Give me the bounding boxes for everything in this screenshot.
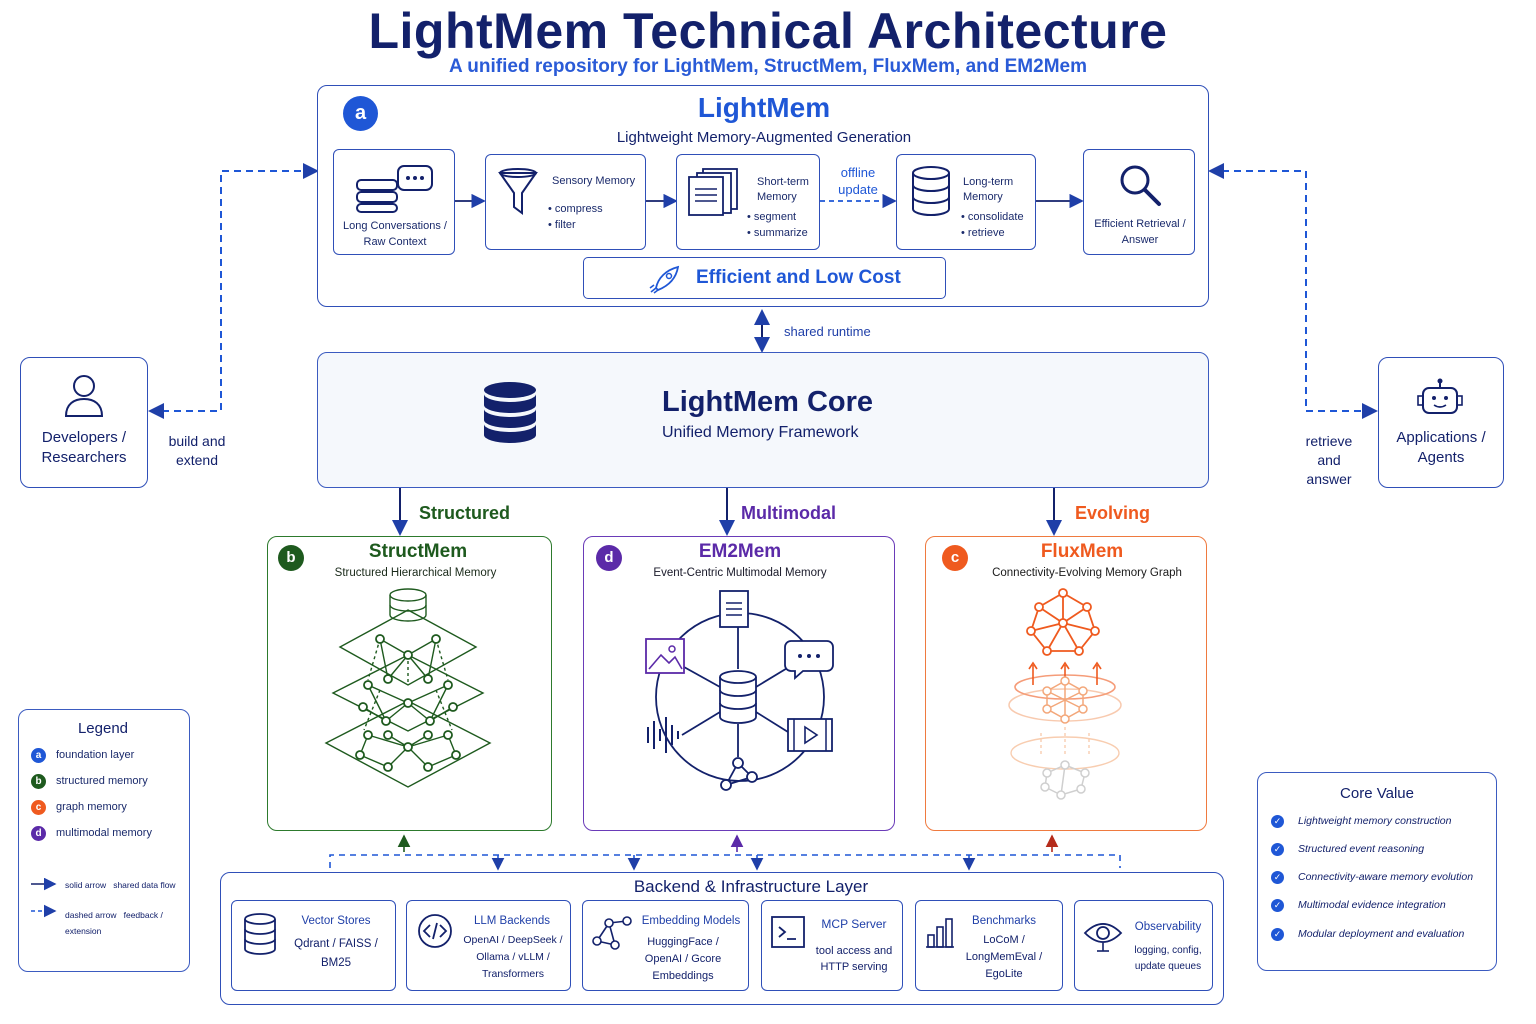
core-database-icon bbox=[484, 382, 536, 443]
long-term-title: Long-term Memory bbox=[963, 176, 1014, 203]
page-title: LightMem Technical Architecture bbox=[368, 3, 1168, 59]
lightmem-core-panel: LightMem Core Unified Memory Framework bbox=[317, 352, 1209, 488]
long-term-item-retrieve: • retrieve bbox=[961, 227, 1005, 239]
multimodal-hub-icon bbox=[645, 590, 834, 791]
short-term-title: Short-term Memory bbox=[757, 176, 809, 203]
backend-card-body: HuggingFace / OpenAI / Gcore Embeddings bbox=[644, 936, 722, 982]
shared-runtime-label: shared runtime bbox=[784, 324, 871, 339]
stage-short-term: Short-term Memory • segment • summarize bbox=[676, 154, 820, 250]
core-title: LightMem Core bbox=[662, 386, 874, 418]
legend-panel: Legend a foundation layer b structured m… bbox=[18, 709, 190, 972]
legend-solid-arrow: solid arrow shared data flow bbox=[65, 880, 176, 890]
fluxmem-panel: c FluxMem Connectivity-Evolving Memory G… bbox=[925, 536, 1207, 831]
evolving-graph-icon bbox=[1008, 588, 1122, 800]
lightmem-subtitle: Lightweight Memory-Augmented Generation bbox=[616, 129, 912, 146]
check-icon: ✓ bbox=[1271, 871, 1284, 884]
documents-icon bbox=[688, 168, 738, 216]
short-term-item-segment: • segment bbox=[747, 211, 797, 223]
sensory-title: Sensory Memory bbox=[552, 175, 636, 187]
backend-card-title: Benchmarks bbox=[972, 915, 1036, 927]
backend-card-body: LoCoM / LongMemEval / EgoLite bbox=[965, 934, 1043, 980]
structmem-title: StructMem bbox=[368, 541, 468, 562]
backend-card-mcp-server: MCP Server tool access and HTTP serving bbox=[761, 900, 903, 991]
legend-title: Legend bbox=[77, 720, 129, 737]
eye-icon bbox=[1083, 923, 1123, 952]
backend-card-title: MCP Server bbox=[821, 917, 887, 931]
backend-card-title: LLM Backends bbox=[473, 915, 551, 927]
backend-card-body: logging, config, update queues bbox=[1134, 945, 1202, 972]
efficiency-banner: Efficient and Low Cost bbox=[583, 257, 946, 299]
sensory-item-filter: • filter bbox=[548, 219, 576, 231]
fluxmem-subtitle: Connectivity-Evolving Memory Graph bbox=[992, 567, 1182, 579]
funnel-icon bbox=[498, 168, 538, 215]
check-icon: ✓ bbox=[1271, 928, 1284, 941]
developers-label: Developers / Researchers bbox=[41, 429, 127, 466]
long-conv-label: Long Conversations / Raw Context bbox=[343, 220, 447, 248]
legend-arrow-samples bbox=[31, 878, 57, 918]
backend-title: Backend & Infrastructure Layer bbox=[633, 877, 869, 896]
rocket-icon bbox=[649, 265, 680, 294]
backend-card-body: Qdrant / FAISS / BM25 bbox=[294, 938, 378, 969]
fluxmem-badge: c bbox=[942, 545, 968, 571]
backend-card-observability: Observability logging, config, update qu… bbox=[1074, 900, 1213, 991]
applications-box: Applications / Agents bbox=[1378, 357, 1504, 488]
backend-card-benchmarks: Benchmarks LoCoM / LongMemEval / EgoLite bbox=[915, 900, 1063, 991]
backend-card-title: Vector Stores bbox=[301, 915, 371, 927]
branch-evolving: Evolving bbox=[1075, 503, 1151, 523]
search-icon bbox=[1120, 165, 1161, 206]
backend-card-vector-stores: Vector Stores Qdrant / FAISS / BM25 bbox=[231, 900, 396, 991]
database-icon bbox=[244, 913, 276, 955]
fluxmem-title: FluxMem bbox=[1040, 541, 1124, 562]
applications-edge-label: retrieve and answer bbox=[1305, 433, 1353, 487]
em2mem-title: EM2Mem bbox=[698, 541, 782, 562]
check-icon: ✓ bbox=[1271, 899, 1284, 912]
stage-long-term: Long-term Memory • consolidate • retriev… bbox=[896, 154, 1036, 250]
branch-structured: Structured bbox=[419, 503, 511, 523]
person-icon bbox=[64, 375, 104, 417]
backend-card-title: Observability bbox=[1134, 921, 1202, 933]
check-icon: ✓ bbox=[1271, 815, 1284, 828]
backend-card-body: OpenAI / DeepSeek / Ollama / vLLM / Tran… bbox=[463, 934, 563, 980]
backend-card-title: Embedding Models bbox=[641, 915, 741, 927]
bar-chart-icon bbox=[926, 918, 954, 948]
legend-dashed-arrow: dashed arrow feedback / extension bbox=[65, 910, 163, 936]
lightmem-badge: a bbox=[343, 96, 378, 131]
applications-label: Applications / Agents bbox=[1396, 429, 1486, 466]
sensory-item-compress: • compress bbox=[548, 203, 603, 215]
em2mem-subtitle: Event-Centric Multimodal Memory bbox=[653, 567, 827, 579]
hierarchy-graph-icon bbox=[324, 588, 492, 788]
long-term-item-consolidate: • consolidate bbox=[961, 211, 1024, 223]
stage-retrieval: Efficient Retrieval / Answer bbox=[1083, 149, 1195, 255]
backend-card-llm-backends: LLM Backends OpenAI / DeepSeek / Ollama … bbox=[406, 900, 571, 991]
chat-stack-icon bbox=[356, 165, 433, 213]
code-icon bbox=[418, 914, 452, 948]
page-subtitle: A unified repository for LightMem, Struc… bbox=[449, 56, 1087, 77]
check-icon: ✓ bbox=[1271, 843, 1284, 856]
em2mem-panel: d EM2Mem Event-Centric Multimodal Memory bbox=[583, 536, 895, 831]
core-value-title: Core Value bbox=[1340, 785, 1414, 802]
backend-card-embedding-models: Embedding Models HuggingFace / OpenAI / … bbox=[582, 900, 749, 991]
retrieval-label: Efficient Retrieval / Answer bbox=[1094, 218, 1186, 246]
core-subtitle: Unified Memory Framework bbox=[662, 424, 859, 441]
terminal-icon bbox=[771, 916, 805, 948]
short-term-item-summarize: • summarize bbox=[747, 227, 808, 239]
structmem-badge: b bbox=[278, 545, 304, 571]
core-value-panel: Core Value ✓Lightweight memory construct… bbox=[1257, 772, 1497, 971]
database-icon bbox=[912, 166, 950, 216]
branch-multimodal: Multimodal bbox=[741, 503, 836, 523]
em2mem-badge: d bbox=[596, 545, 622, 571]
offline-update-label: offline update bbox=[838, 165, 878, 197]
lightmem-title: LightMem bbox=[697, 92, 831, 123]
stage-long-conversations: Long Conversations / Raw Context bbox=[333, 149, 455, 255]
stage-sensory: Sensory Memory • compress • filter bbox=[485, 154, 646, 250]
developers-edge-label: build and extend bbox=[168, 433, 226, 468]
robot-icon bbox=[1417, 378, 1463, 414]
developers-box: Developers / Researchers bbox=[20, 357, 148, 488]
graph-icon bbox=[592, 916, 632, 950]
structmem-panel: b StructMem Structured Hierarchical Memo… bbox=[267, 536, 552, 831]
backend-card-body: tool access and HTTP serving bbox=[815, 945, 893, 973]
structmem-subtitle: Structured Hierarchical Memory bbox=[334, 567, 497, 579]
efficiency-banner-text: Efficient and Low Cost bbox=[696, 267, 901, 288]
